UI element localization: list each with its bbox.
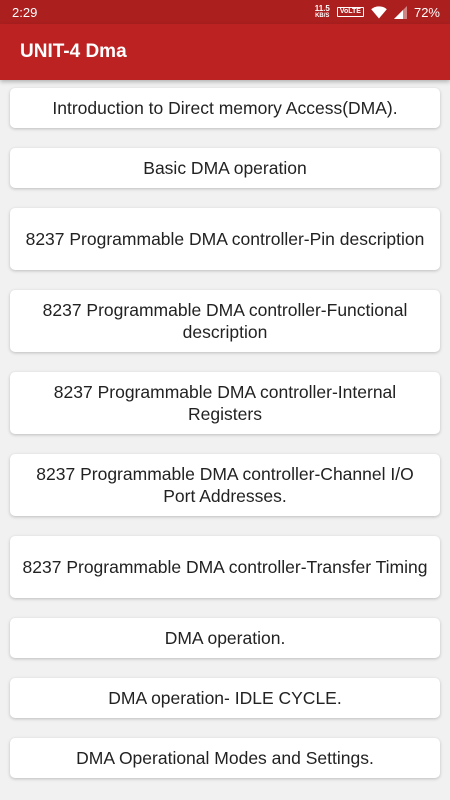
battery-percent: 72% bbox=[413, 4, 440, 20]
app-title: UNIT-4 Dma bbox=[20, 41, 127, 62]
topic-item[interactable]: 8237 Programmable DMA controller-Transfe… bbox=[10, 536, 440, 598]
topic-item[interactable]: DMA Operational Modes and Settings. bbox=[10, 738, 440, 778]
topic-item[interactable]: Basic DMA operation bbox=[10, 148, 440, 188]
topic-label: DMA operation. bbox=[164, 628, 286, 648]
topic-label: 8237 Programmable DMA controller-Pin des… bbox=[25, 229, 425, 249]
topic-label: 8237 Programmable DMA controller-Functio… bbox=[42, 300, 408, 342]
app-bar: UNIT-4 Dma bbox=[0, 24, 450, 80]
topic-item[interactable]: DMA operation. bbox=[10, 618, 440, 658]
topic-item[interactable]: 8237 Programmable DMA controller-Functio… bbox=[10, 290, 440, 352]
topic-item[interactable]: DMA operation- IDLE CYCLE. bbox=[10, 678, 440, 718]
status-bar: 2:29 11.5 KB/S VoLTE 72% bbox=[0, 0, 450, 24]
topic-label: Basic DMA operation bbox=[143, 158, 307, 178]
signal-icon bbox=[393, 5, 407, 19]
topic-item[interactable]: 8237 Programmable DMA controller-Interna… bbox=[10, 372, 440, 434]
network-speed-unit: KB/S bbox=[315, 13, 330, 19]
topic-label: 8237 Programmable DMA controller-Interna… bbox=[53, 382, 397, 424]
topic-label: Introduction to Direct memory Access(DMA… bbox=[52, 98, 398, 118]
network-speed: 11.5 KB/S bbox=[314, 4, 330, 20]
topic-item[interactable]: 8237 Programmable DMA controller-Channel… bbox=[10, 454, 440, 516]
topic-item[interactable]: 8237 Programmable DMA controller-Pin des… bbox=[10, 208, 440, 270]
network-speed-value: 11.5 bbox=[314, 4, 330, 13]
volte-badge: VoLTE bbox=[336, 7, 364, 17]
status-icons: 11.5 KB/S VoLTE 72% bbox=[315, 5, 440, 20]
topic-label: 8237 Programmable DMA controller-Channel… bbox=[36, 464, 414, 506]
topic-label: DMA Operational Modes and Settings. bbox=[76, 748, 374, 768]
topic-item[interactable]: Introduction to Direct memory Access(DMA… bbox=[10, 88, 440, 128]
topic-label: 8237 Programmable DMA controller-Transfe… bbox=[22, 557, 428, 577]
wifi-icon bbox=[371, 5, 387, 19]
status-time: 2:29 bbox=[12, 4, 38, 20]
topic-label: DMA operation- IDLE CYCLE. bbox=[108, 688, 342, 708]
